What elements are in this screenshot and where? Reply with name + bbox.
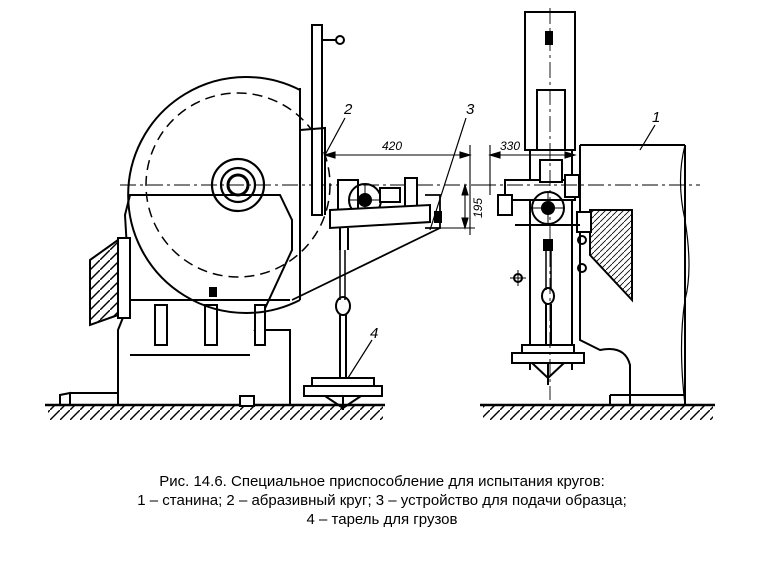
wheel-housing xyxy=(127,76,301,314)
left-support xyxy=(89,238,119,327)
caption-line-3: 4 – тарель для грузов xyxy=(306,511,458,528)
feeder-left xyxy=(291,177,442,301)
figure-caption: Рис. 14.6. Специальное приспособление дл… xyxy=(0,472,764,529)
ground-left xyxy=(45,403,385,420)
weights-tray xyxy=(303,250,383,410)
stand xyxy=(579,144,686,405)
dimension-330 xyxy=(488,145,577,195)
caption-line-1: Рис. 14.6. Специальное приспособление дл… xyxy=(159,473,605,490)
guard-column xyxy=(311,24,323,216)
dimension-195-label: 195 xyxy=(471,198,485,218)
label-2: 2 xyxy=(343,101,353,118)
technical-drawing: 1 2 3 4 420 330 195 xyxy=(45,8,715,420)
ground-right xyxy=(480,403,715,420)
dimension-195 xyxy=(440,183,475,230)
label-1: 1 xyxy=(652,109,660,126)
label-3: 3 xyxy=(466,101,475,118)
dimension-420 xyxy=(323,145,472,235)
side-view xyxy=(45,24,480,420)
dimension-330-label: 330 xyxy=(500,139,520,153)
front-weights xyxy=(511,239,585,385)
dimension-420-label: 420 xyxy=(382,139,402,153)
label-4: 4 xyxy=(370,325,378,342)
feeder-front xyxy=(497,159,580,226)
front-view xyxy=(480,8,715,420)
caption-line-2: 1 – станина; 2 – абразивный круг; 3 – ус… xyxy=(137,492,627,509)
